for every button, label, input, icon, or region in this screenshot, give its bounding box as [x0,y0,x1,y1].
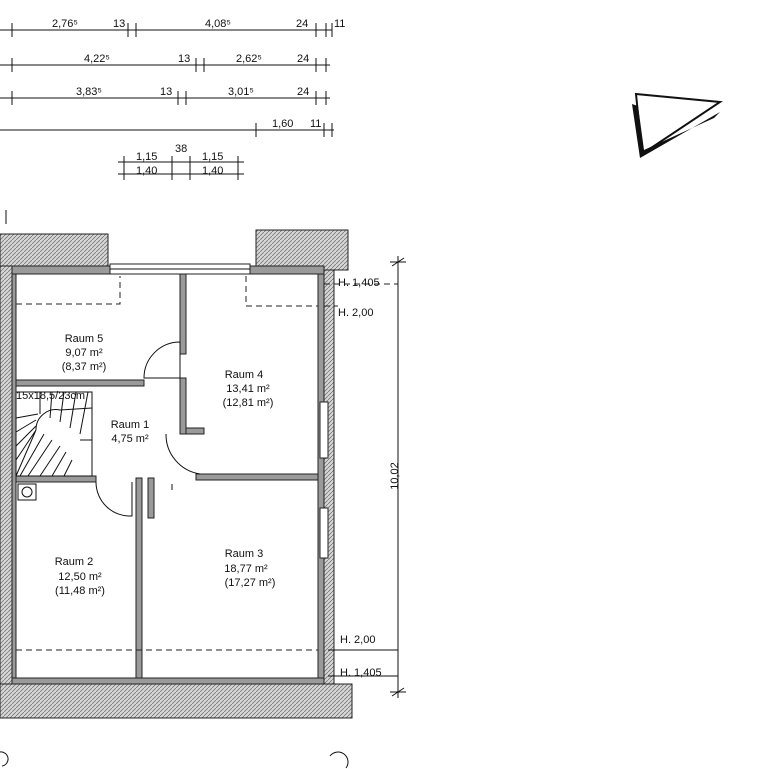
dim-row4-a: 1,60 [272,118,293,130]
dim-row3-c: 3,01⁵ [228,86,254,98]
dim-row2-d: 24 [297,53,309,65]
stair-label: 15x18,5/23cm [16,390,85,402]
room-name: Raum 1 [111,419,150,431]
room-area: 9,07 m² [65,347,103,359]
dim-row3-d: 24 [297,86,309,98]
door-swings [95,341,201,517]
dim-row5-b: 1,15 [202,151,223,163]
room-net-area: (8,37 m²) [62,361,107,373]
dim-row1-d: 24 [296,18,308,30]
room-name: Raum 2 [55,556,94,568]
dim-row5-gap: 38 [175,143,187,155]
dim-row2-b: 13 [178,53,190,65]
dim-row1-b: 13 [113,18,125,30]
dim-row1-a: 2,76⁵ [52,18,78,30]
dim-row3-b: 13 [160,86,172,98]
room-area: 4,75 m² [111,433,149,445]
height-lines [16,276,398,677]
dim-row4-b: 11 [310,118,321,130]
dim-row1-c: 4,08⁵ [205,18,231,30]
dim-row2-a: 4,22⁵ [84,53,110,65]
dim-row5-c: 1,40 [136,165,157,177]
vertical-dimension: 10,02 [389,256,406,698]
north-arrow-icon [632,92,723,158]
room-name: Raum 4 [225,369,264,381]
room-net-area: (17,27 m²) [225,577,276,589]
room-area: 12,50 m² [58,571,102,583]
dimension-chains: 2,76⁵ 13 4,08⁵ 24 11 4,22⁵ 13 2,62⁵ 24 3… [0,18,345,180]
room-labels: Raum 5 9,07 m² (8,37 m²) Raum 4 13,41 m²… [55,333,276,597]
room-net-area: (12,81 m²) [223,397,274,409]
dim-row2-c: 2,62⁵ [236,53,262,65]
height-bottom-outer: H. 1,405 [340,667,382,679]
height-top-outer: H. 1,405 [338,277,380,289]
dim-row3-a: 3,83⁵ [76,86,102,98]
room-area: 18,77 m² [224,563,268,575]
height-labels: H. 1,405 H. 2,00 H. 2,00 H. 1,405 [338,277,382,679]
height-bottom-inner: H. 2,00 [340,634,375,646]
dim-row5-d: 1,40 [202,165,223,177]
dim-row1-e: 11 [334,18,345,30]
room-net-area: (11,48 m²) [55,585,105,597]
room-name: Raum 3 [225,548,264,560]
room-name: Raum 5 [65,333,104,345]
dim-vertical-total: 10,02 [389,462,401,490]
scan-marks [0,210,349,769]
building-walls [0,229,353,719]
staircase: 15x18,5/23cm [15,390,93,501]
dim-row5-a: 1,15 [136,151,157,163]
room-area: 13,41 m² [226,383,270,395]
height-top-inner: H. 2,00 [338,307,373,319]
